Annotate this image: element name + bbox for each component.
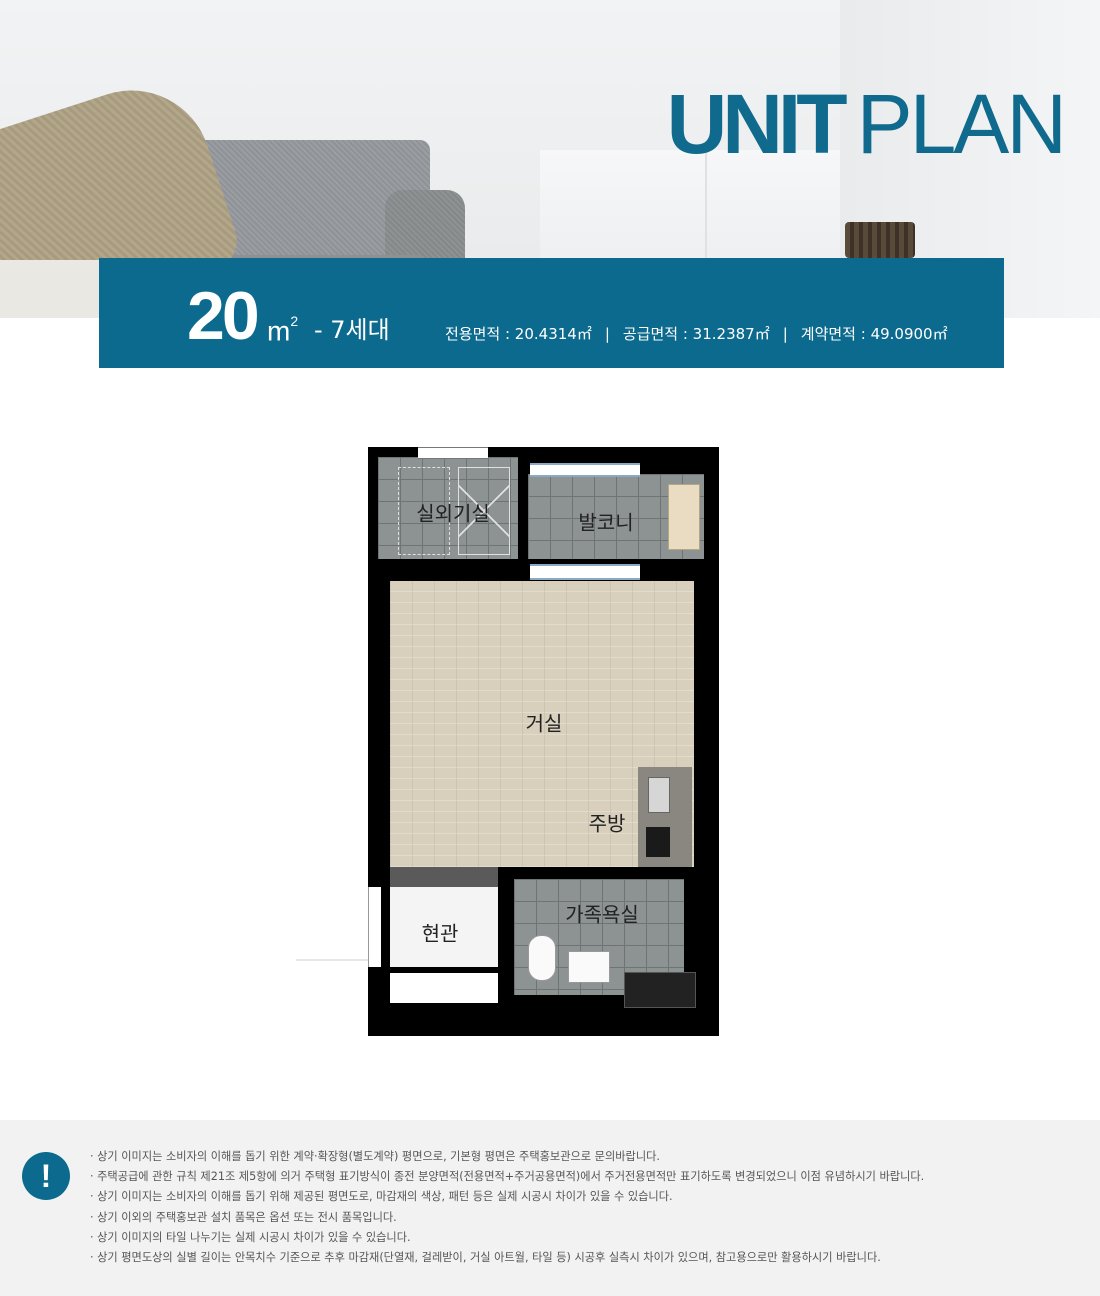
notice-item: · 상기 평면도상의 실별 길이는 안목치수 기준으로 추후 마감재(단열재, … <box>90 1251 881 1265</box>
household-count: - 7세대 <box>314 316 390 344</box>
cooktop <box>646 827 670 857</box>
window <box>530 463 640 477</box>
area-separator: | <box>604 325 610 343</box>
notice-item: · 상기 이미지의 타일 나누기는 실제 시공시 차이가 있을 수 있습니다. <box>90 1230 411 1244</box>
area-separator: | <box>782 325 788 343</box>
floor-plan: 실외기실 발코니 거실 주방 가족욕실 현관 <box>296 447 719 1036</box>
room-label-living-room: 거실 <box>525 711 563 736</box>
entrance-floor <box>390 887 498 967</box>
entrance-shoe-cabinet <box>390 973 498 1003</box>
contract-area: 계약면적 : 49.0900㎡ <box>800 325 948 343</box>
room-label-balcony: 발코니 <box>578 510 634 535</box>
entrance-threshold <box>390 867 498 887</box>
window <box>530 564 640 580</box>
outdoor-unit-box <box>398 467 450 555</box>
bath-storage <box>624 972 696 1008</box>
notice-box: ! · 상기 이미지는 소비자의 이해를 돕기 위한 계약·확장형(별도계약) … <box>0 1120 1100 1296</box>
unit-size-unit-text: m <box>267 315 291 347</box>
notice-item: · 상기 이미지는 소비자의 이해를 돕기 위한 계약·확장형(별도계약) 평면… <box>90 1150 660 1163</box>
exclamation-icon: ! <box>22 1152 70 1200</box>
page-title-bold: UNIT <box>666 77 848 171</box>
kitchen-sink <box>648 777 670 813</box>
room-label-outdoor-unit: 실외기실 <box>416 501 490 526</box>
washbasin <box>568 951 610 983</box>
notice-list: · 상기 이미지는 소비자의 이해를 돕기 위한 계약·확장형(별도계약) 평면… <box>90 1147 924 1268</box>
unit-size: 20 <box>187 278 260 354</box>
decor-object <box>845 222 915 258</box>
notice-item: · 상기 이외의 주택홍보관 설치 품목은 옵션 또는 전시 품목입니다. <box>90 1210 397 1224</box>
unit-size-unit: m2 <box>267 310 298 346</box>
page-title-light: PLAN <box>856 77 1067 171</box>
room-label-bathroom: 가족욕실 <box>565 902 639 927</box>
door-swing-line <box>296 959 368 961</box>
outdoor-unit-box <box>458 467 510 555</box>
notice-item: · 상기 이미지는 소비자의 이해를 돕기 위해 제공된 평면도로, 마감재의 … <box>90 1190 673 1204</box>
notice-item: · 주택공급에 관한 규칙 제21조 제5항에 의거 주택형 표기방식이 종전 … <box>90 1170 925 1184</box>
room-label-kitchen: 주방 <box>588 811 626 836</box>
unit-info-band: 20 m2 - 7세대 전용면적 : 20.4314㎡ | 공급면적 : 31.23… <box>99 258 1004 368</box>
hero-cabinet-seam <box>705 150 707 318</box>
entrance-door <box>368 887 381 967</box>
area-list: 전용면적 : 20.4314㎡ | 공급면적 : 31.2387㎡ | 계약면적 : 4… <box>445 324 948 344</box>
toilet <box>528 935 556 981</box>
balcony-shelf <box>668 484 700 550</box>
window <box>418 447 488 459</box>
unit-size-unit-sup: 2 <box>290 313 299 329</box>
exclusive-area: 전용면적 : 20.4314㎡ <box>445 325 592 343</box>
supply-area: 공급면적 : 31.2387㎡ <box>622 325 770 343</box>
room-label-entrance: 현관 <box>421 921 459 946</box>
